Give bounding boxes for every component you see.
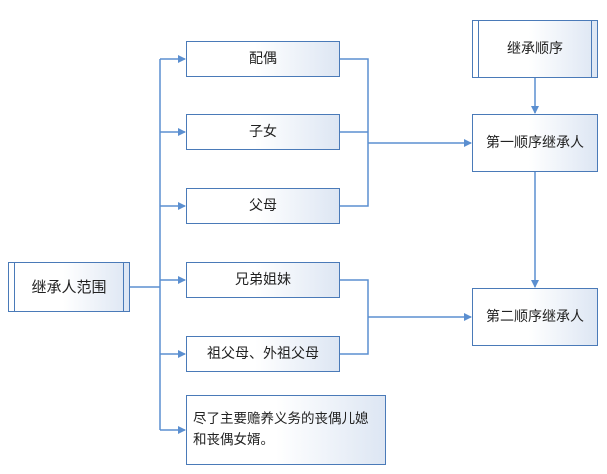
second-order-heirs-node: 第二顺序继承人 [472, 288, 598, 346]
siblings-node: 兄弟姐妹 [186, 262, 340, 298]
widowed-in-laws-node: 尽了主要赡养义务的丧偶儿媳和丧偶女婿。 [186, 395, 386, 465]
siblings-label: 兄弟姐妹 [235, 271, 291, 288]
first-order-heirs-label: 第一顺序继承人 [486, 134, 584, 151]
heir-scope-label: 继承人范围 [31, 277, 107, 296]
first-order-heirs-node: 第一顺序继承人 [472, 114, 598, 172]
parents-node: 父母 [186, 188, 340, 224]
spouse-label: 配偶 [249, 50, 277, 67]
children-node: 子女 [186, 114, 340, 150]
second-order-heirs-label: 第二顺序继承人 [486, 308, 584, 325]
grandparents-node: 祖父母、外祖父母 [186, 336, 340, 372]
widowed-in-laws-label: 尽了主要赡养义务的丧偶儿媳和丧偶女婿。 [193, 411, 369, 448]
succession-order-label: 继承顺序 [507, 40, 563, 57]
children-label: 子女 [249, 123, 277, 140]
grandparents-label: 祖父母、外祖父母 [207, 345, 319, 362]
spouse-node: 配偶 [186, 41, 340, 77]
succession-order-node: 继承顺序 [472, 20, 598, 78]
parents-label: 父母 [249, 197, 277, 214]
second-order-bracket [340, 279, 369, 355]
heir-scope-node: 继承人范围 [8, 262, 130, 312]
